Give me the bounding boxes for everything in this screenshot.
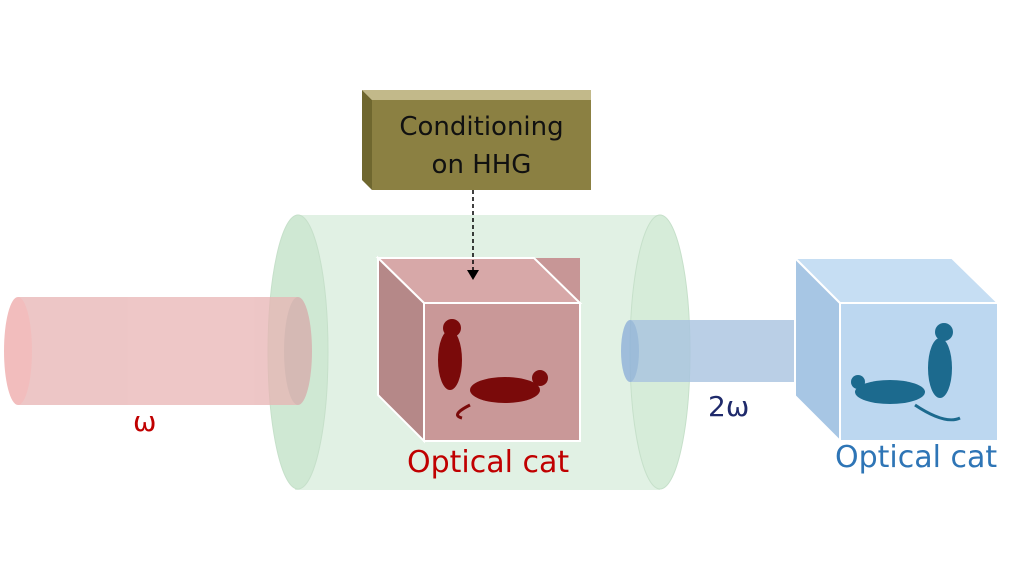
blue-cube <box>792 255 1001 444</box>
conditioning-box <box>362 90 591 190</box>
two-omega-label: 2ω <box>708 390 750 423</box>
omega-label: ω <box>133 405 157 438</box>
cat-silhouette-icon <box>851 323 961 422</box>
blue-beam-cylinder <box>621 320 834 382</box>
optical-cat-left-label: Optical cat <box>407 445 570 480</box>
conditioning-label: Conditioning on HHG <box>372 108 591 184</box>
label-line-1: Conditioning <box>399 112 564 142</box>
cat-silhouette-icon <box>438 319 548 420</box>
red-cube <box>375 255 583 444</box>
red-beam-cylinder <box>4 297 312 405</box>
arrow-head-icon <box>467 270 479 280</box>
label-line-2: on HHG <box>431 150 532 180</box>
optical-cat-right-label: Optical cat <box>835 440 998 475</box>
